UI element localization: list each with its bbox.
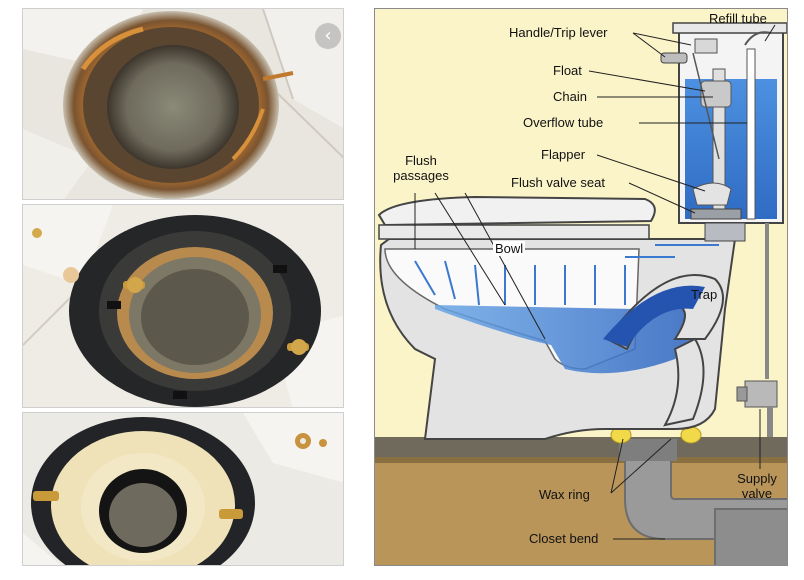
label-flush-passages-line1: Flush [405,153,437,168]
label-flush-valve-seat: Flush valve seat [511,175,605,190]
label-trap: Trap [691,287,718,302]
toilet-seat [377,195,656,227]
label-float: Float [553,63,582,78]
flush-arrows [414,244,719,306]
chain-line [692,52,720,160]
label-handle-trip-lever: Handle/Trip lever [509,25,608,40]
label-supply-valve-line2: valve [741,486,773,501]
label-supply-valve-line1: Supply [737,471,777,486]
label-supply-valve: Supply valve [727,471,787,501]
tank-lid [672,22,787,34]
overflow-tube-shape [746,48,756,220]
supply-valve-shape [744,380,778,408]
float-shape [700,80,732,108]
old-flange-photo[interactable]: ‹ [22,8,344,200]
wax-ring-photo[interactable] [22,412,344,566]
label-flapper: Flapper [541,147,586,162]
label-flush-passages: Flush passages [385,153,457,183]
label-overflow-tube: Overflow tube [523,115,604,130]
label-flush-passages-line2: passages [393,168,449,183]
label-chain: Chain [553,89,587,104]
label-wax-ring: Wax ring [539,487,590,502]
label-bowl: Bowl [493,241,526,256]
toilet-illustration [375,22,787,565]
chevron-left-icon[interactable]: ‹ [315,23,341,49]
handle-shape [660,52,688,64]
trap-water [603,285,705,347]
label-closet-bend: Closet bend [529,531,599,546]
leader-lines [414,24,776,540]
flapper-shape [692,182,732,206]
flush-valve-seat-shape [690,208,742,220]
repair-flange-photo[interactable] [22,204,344,408]
floor-surface [375,437,787,457]
label-refill-tube: Refill tube [709,11,767,26]
toilet-cutaway-diagram: Handle/Trip lever Refill tube Float Chai… [374,8,788,566]
